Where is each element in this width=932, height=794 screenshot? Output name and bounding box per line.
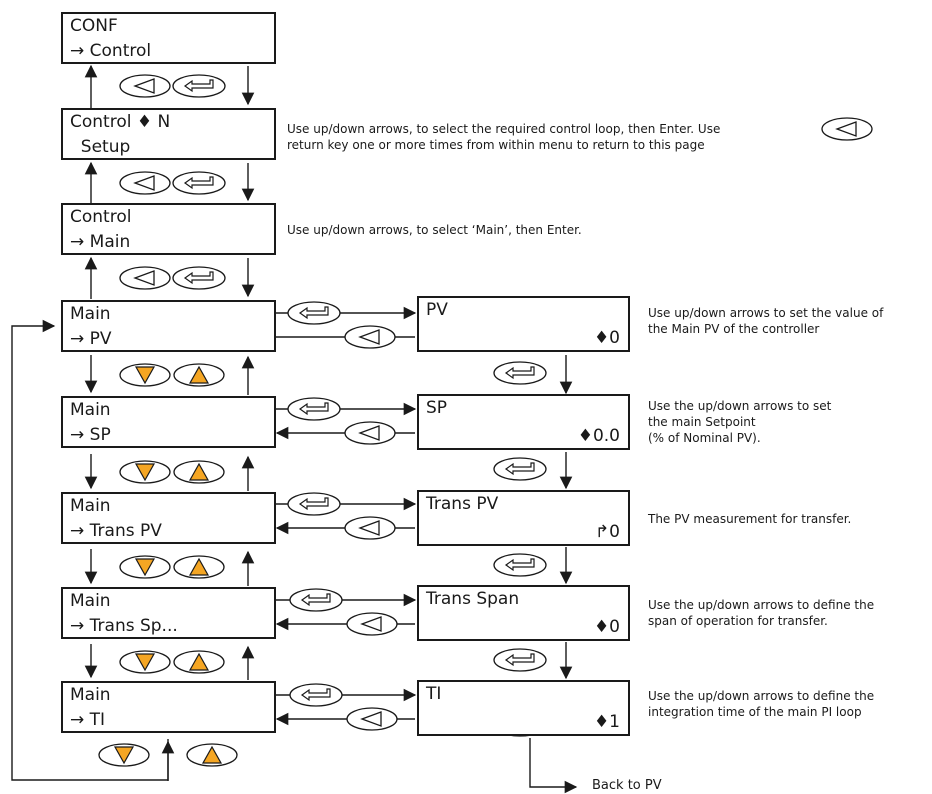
screen-line-1: Main — [70, 304, 111, 324]
enter-key-icon — [172, 171, 226, 195]
screen-ti-value: TI ♦1 — [417, 680, 630, 736]
description-sp: Use the up/down arrows to set the main S… — [648, 398, 831, 446]
up-arrow-key-icon — [173, 460, 225, 484]
screen-title: Trans PV — [426, 494, 499, 514]
enter-key-icon — [493, 553, 547, 577]
back-key-icon — [119, 266, 171, 290]
up-arrow-key-icon — [186, 743, 238, 767]
screen-line-1: Main — [70, 685, 111, 705]
description-line: return key one or more times from within… — [287, 138, 705, 152]
back-key-icon — [344, 516, 396, 540]
screen-line-1: Main — [70, 400, 111, 420]
screen-line-2: Setup — [70, 137, 131, 157]
screen-line-2: → Trans Sp... — [70, 616, 178, 636]
screen-title: SP — [426, 398, 448, 418]
description-control-setup: Use up/down arrows, to select the requir… — [287, 121, 720, 153]
screen-value: ♦0.0 — [577, 426, 620, 446]
back-key-icon — [346, 612, 398, 636]
description-line: Use up/down arrows to set the value of — [648, 306, 884, 320]
enter-key-icon — [287, 301, 341, 325]
description-line: Use the up/down arrows to define the — [648, 598, 875, 612]
down-arrow-key-icon — [119, 363, 171, 387]
screen-title: TI — [426, 684, 442, 704]
screen-main-sp: Main → SP — [61, 396, 276, 448]
description-line: integration time of the main PI loop — [648, 705, 862, 719]
screen-line-1: Control — [70, 207, 132, 227]
screen-line-2: → Main — [70, 232, 131, 252]
enter-key-icon — [172, 266, 226, 290]
up-arrow-key-icon — [173, 363, 225, 387]
back-to-pv-label: Back to PV — [592, 778, 662, 793]
screen-line-1: Main — [70, 591, 111, 611]
description-line: the main Setpoint — [648, 415, 756, 429]
screen-control-setup: Control ♦ N Setup — [61, 108, 276, 160]
description-line: the Main PV of the controller — [648, 322, 820, 336]
screen-conf-control: CONF → Control — [61, 12, 276, 64]
description-line: span of operation for transfer. — [648, 614, 828, 628]
description-line: Use up/down arrows, to select the requir… — [287, 122, 721, 136]
down-arrow-key-icon — [119, 460, 171, 484]
back-key-icon — [119, 74, 171, 98]
description-line: Use up/down arrows, to select ‘Main’, th… — [287, 223, 582, 237]
screen-trans-pv-value: Trans PV ↱0 — [417, 490, 630, 546]
down-arrow-key-icon — [119, 555, 171, 579]
description-ti: Use the up/down arrows to define the int… — [648, 688, 874, 720]
screen-sp-value: SP ♦0.0 — [417, 394, 630, 450]
screen-line-2: → TI — [70, 710, 106, 730]
up-arrow-key-icon — [173, 555, 225, 579]
screen-line-2: → Trans PV — [70, 521, 162, 541]
screen-value: ♦0 — [593, 617, 620, 637]
down-arrow-key-icon — [98, 743, 150, 767]
screen-line-2: → Control — [70, 41, 152, 61]
screen-main-trans-sp: Main → Trans Sp... — [61, 587, 276, 639]
up-arrow-key-icon — [173, 650, 225, 674]
screen-value: ↱0 — [594, 522, 620, 542]
enter-key-icon — [172, 74, 226, 98]
screen-main-ti: Main → TI — [61, 681, 276, 733]
screen-line-1: Control ♦ N — [70, 112, 171, 132]
down-arrow-key-icon — [119, 650, 171, 674]
screen-title: PV — [426, 300, 448, 320]
description-line: Use the up/down arrows to set — [648, 399, 832, 413]
enter-key-icon — [287, 492, 341, 516]
screen-value: ♦0 — [593, 328, 620, 348]
description-trans-pv: The PV measurement for transfer. — [648, 511, 851, 527]
enter-key-icon — [493, 457, 547, 481]
screen-line-2: → SP — [70, 425, 111, 445]
enter-key-icon — [289, 588, 343, 612]
enter-key-icon — [287, 397, 341, 421]
back-key-icon — [821, 117, 873, 141]
description-pv: Use up/down arrows to set the value of t… — [648, 305, 883, 337]
screen-trans-span-value: Trans Span ♦0 — [417, 585, 630, 641]
screen-line-2: → PV — [70, 329, 112, 349]
description-trans-span: Use the up/down arrows to define the spa… — [648, 597, 874, 629]
screen-value: ♦1 — [593, 712, 620, 732]
screen-line-1: CONF — [70, 16, 118, 36]
screen-control-main: Control → Main — [61, 203, 276, 255]
enter-key-icon — [289, 683, 343, 707]
back-key-icon — [344, 421, 396, 445]
screen-main-trans-pv: Main → Trans PV — [61, 492, 276, 544]
enter-key-icon — [493, 648, 547, 672]
screen-line-1: Main — [70, 496, 111, 516]
back-key-icon — [346, 707, 398, 731]
description-control-main: Use up/down arrows, to select ‘Main’, th… — [287, 222, 582, 238]
description-line: The PV measurement for transfer. — [648, 512, 852, 526]
enter-key-icon — [493, 361, 547, 385]
screen-pv-value: PV ♦0 — [417, 296, 630, 352]
back-key-icon — [344, 325, 396, 349]
back-key-icon — [119, 171, 171, 195]
description-line: Use the up/down arrows to define the — [648, 689, 875, 703]
description-line: (% of Nominal PV). — [648, 431, 761, 445]
screen-title: Trans Span — [426, 589, 520, 609]
screen-main-pv: Main → PV — [61, 300, 276, 352]
